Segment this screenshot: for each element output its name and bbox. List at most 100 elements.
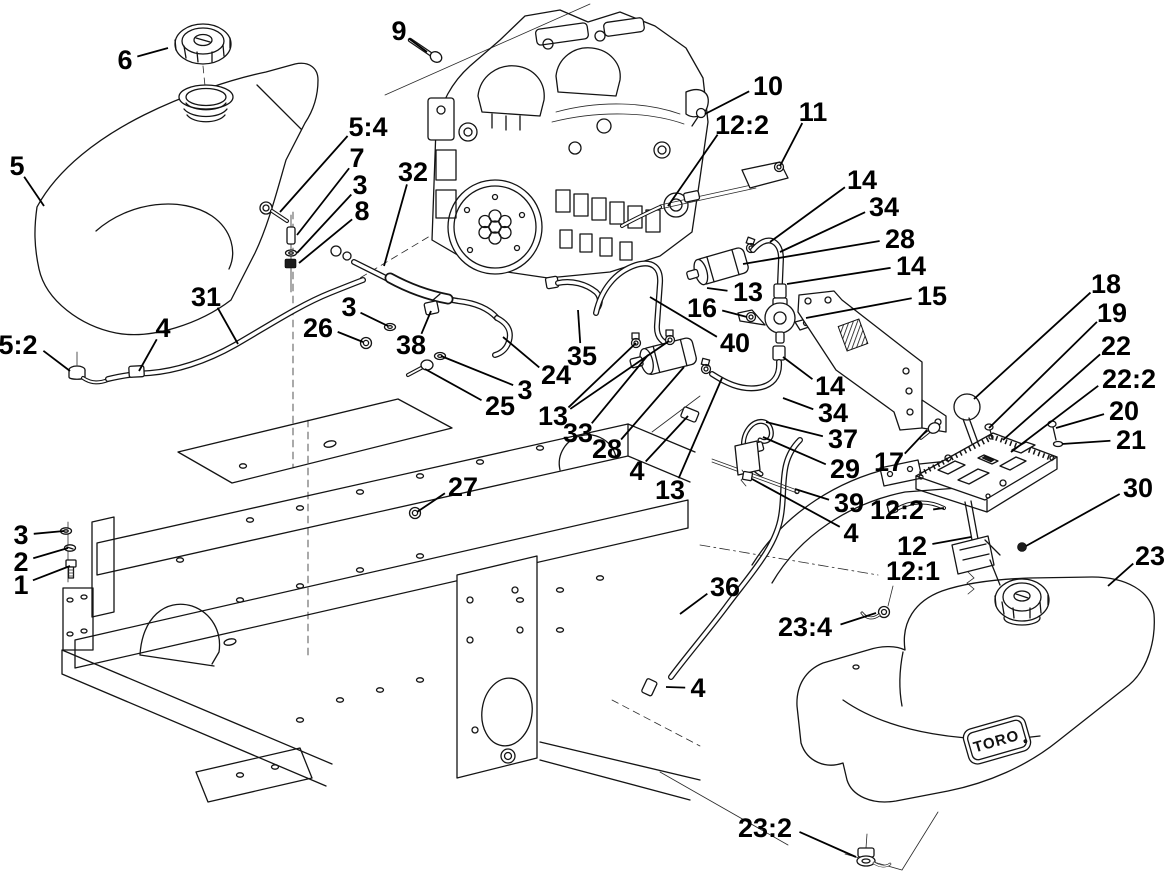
svg-text:23:4: 23:4 (778, 612, 832, 642)
svg-text:12:1: 12:1 (886, 556, 940, 586)
svg-text:22: 22 (1101, 331, 1131, 361)
callout-28: 28 (742, 224, 915, 265)
callout-8: 8 (298, 196, 370, 264)
svg-text:24: 24 (541, 360, 571, 390)
callout-6: 6 (117, 45, 169, 75)
inline-fitting-4c (641, 678, 658, 697)
toro-badge: TORO (962, 715, 1032, 765)
svg-text:2: 2 (13, 547, 28, 577)
svg-text:19: 19 (1097, 298, 1127, 328)
svg-text:12: 12 (897, 531, 927, 561)
svg-text:31: 31 (191, 282, 221, 312)
svg-text:36: 36 (710, 572, 740, 602)
fuel-hose-36 (641, 437, 803, 697)
svg-text:25: 25 (485, 391, 515, 421)
callout-38: 38 (396, 310, 432, 360)
label-patch (837, 318, 869, 352)
svg-text:32: 32 (398, 157, 428, 187)
svg-text:5: 5 (9, 151, 24, 181)
svg-text:10: 10 (753, 71, 783, 101)
fitting-23-4 (860, 585, 894, 620)
joystick-knob (953, 393, 981, 421)
callout-34: 34 (779, 192, 899, 253)
callout-40: 40 (649, 296, 750, 358)
callout-37: 37 (765, 421, 858, 454)
svg-text:34: 34 (818, 398, 848, 428)
callout-14: 14 (769, 165, 877, 243)
callout-5-2: 5:2 (0, 330, 71, 372)
callout-7: 7 (296, 143, 365, 236)
fastener-stack-123 (59, 521, 77, 583)
engine (407, 9, 789, 279)
svg-text:30: 30 (1123, 473, 1153, 503)
callout-3: 3 (13, 520, 65, 550)
hose-35 (544, 275, 603, 312)
callout-23-4: 23:4 (778, 612, 877, 642)
callout-3: 3 (440, 355, 533, 405)
right-fuel-tank: TORO (796, 576, 1155, 868)
svg-text:8: 8 (354, 196, 369, 226)
callout-13: 13 (655, 377, 723, 505)
svg-text:4: 4 (843, 518, 858, 548)
callout-22-2: 22:2 (1010, 364, 1156, 453)
left-fuel-tank (34, 23, 319, 385)
hose-clamp-38 (423, 293, 441, 316)
callout-15: 15 (805, 281, 947, 319)
svg-text:39: 39 (834, 488, 864, 518)
callout-28: 28 (592, 366, 685, 464)
svg-text:9: 9 (391, 16, 406, 46)
callout-3: 3 (341, 292, 389, 327)
tank-outlet-fitting (68, 351, 110, 385)
callout-17: 17 (874, 429, 928, 477)
callout-32: 32 (383, 157, 428, 267)
svg-text:4: 4 (690, 673, 705, 703)
callout-30: 30 (1025, 473, 1153, 547)
callout-25: 25 (424, 368, 515, 421)
svg-text:14: 14 (815, 371, 845, 401)
svg-text:3: 3 (517, 375, 532, 405)
svg-text:13: 13 (655, 475, 685, 505)
fuel-hose-32 (330, 245, 513, 377)
svg-text:7: 7 (349, 143, 364, 173)
svg-text:3: 3 (341, 292, 356, 322)
svg-text:12:2: 12:2 (870, 495, 924, 525)
callout-12: 12 (897, 531, 972, 561)
vent-fitting-stack (259, 201, 298, 293)
mounting-bracket (797, 290, 947, 440)
svg-text:13: 13 (538, 401, 568, 431)
callout-4: 4 (665, 673, 706, 703)
svg-text:22:2: 22:2 (1102, 364, 1156, 394)
callout-29: 29 (762, 436, 860, 484)
callout-16: 16 (687, 293, 748, 323)
callout-26: 26 (303, 313, 364, 343)
callout-14: 14 (782, 356, 845, 401)
svg-text:26: 26 (303, 313, 333, 343)
svg-text:29: 29 (830, 454, 860, 484)
nut-11 (773, 161, 785, 173)
svg-text:4: 4 (629, 456, 644, 486)
hose-40 (593, 260, 679, 350)
bolt-17 (919, 422, 941, 440)
callout-11: 11 (779, 97, 827, 167)
callout-27: 27 (416, 472, 478, 513)
svg-text:15: 15 (917, 281, 947, 311)
svg-text:18: 18 (1091, 269, 1121, 299)
callout-34: 34 (782, 397, 848, 428)
nut-27 (408, 506, 422, 520)
svg-text:14: 14 (896, 251, 926, 281)
callout-4: 4 (138, 313, 171, 372)
callout-12-2: 12:2 (667, 110, 769, 207)
nut-16 (745, 311, 757, 323)
svg-text:16: 16 (687, 293, 717, 323)
nut-26 (359, 336, 373, 350)
svg-text:23:2: 23:2 (738, 813, 792, 843)
callout-33: 33 (563, 354, 649, 448)
washer-21 (1052, 440, 1064, 448)
callout-1: 1 (13, 565, 71, 600)
clip-4d (741, 470, 754, 482)
callout-3: 3 (296, 170, 368, 254)
flywheel (447, 179, 543, 275)
svg-text:5:4: 5:4 (348, 112, 387, 142)
